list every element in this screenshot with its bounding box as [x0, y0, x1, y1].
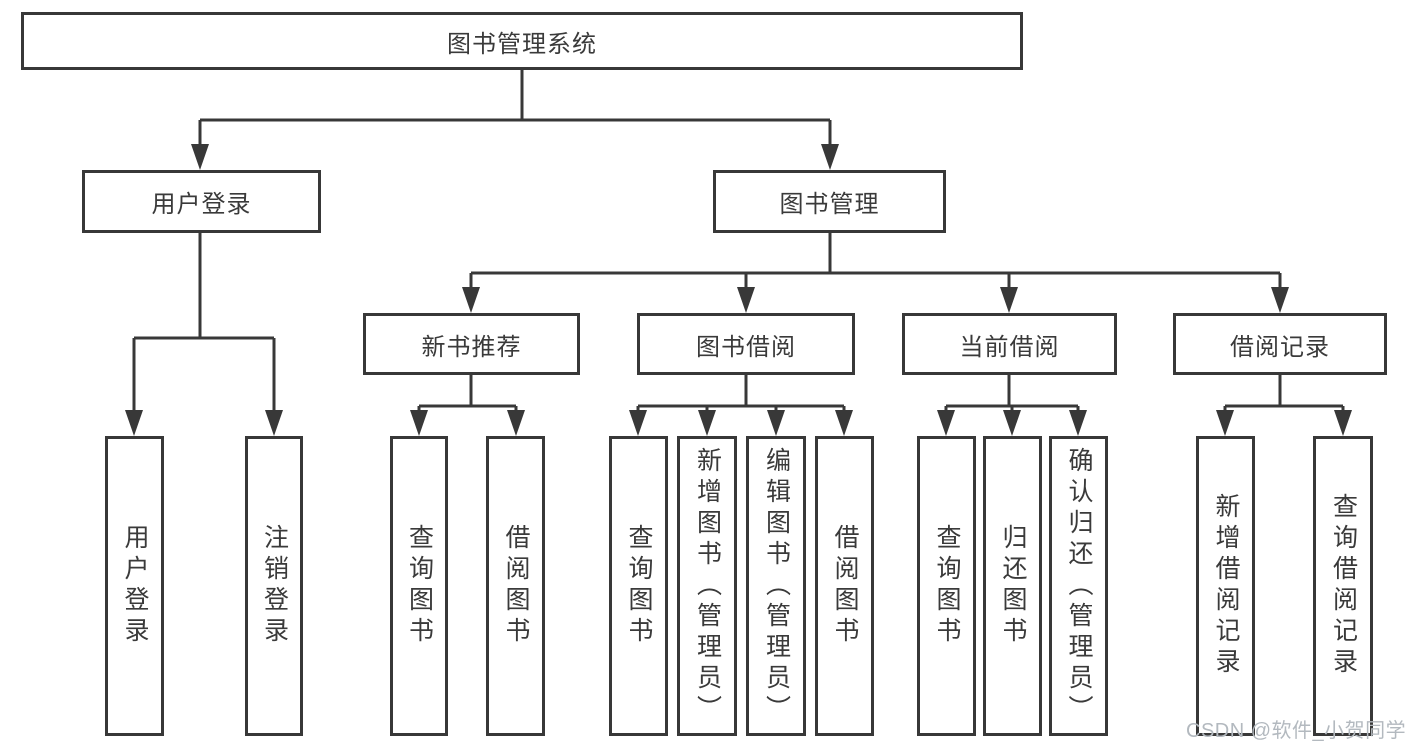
arrowhead-icon [1216, 410, 1234, 436]
node-label: 图书管理 [779, 191, 880, 218]
arrowhead-icon [410, 410, 428, 436]
leaf-logout: 注销登录 [245, 436, 303, 736]
node-borrow-record: 借阅记录 [1173, 313, 1387, 375]
arrowhead-icon [1334, 410, 1352, 436]
arrowhead-icon [125, 410, 143, 436]
node-book-borrow: 图书借阅 [637, 313, 855, 375]
leaf-user-login: 用户登录 [105, 436, 164, 736]
arrowhead-icon [629, 410, 647, 436]
arrowhead-icon [698, 410, 716, 436]
node-label: 新增图书（管理员） [693, 446, 722, 726]
arrowhead-icon [191, 144, 209, 170]
arrowhead-icon [1000, 287, 1018, 313]
arrowhead-icon [737, 287, 755, 313]
leaf-borrow-books-recommend: 借阅图书 [486, 436, 545, 736]
node-label: 注销登录 [260, 524, 289, 648]
node-label: 用户登录 [151, 191, 252, 218]
leaf-borrow-books: 借阅图书 [815, 436, 874, 736]
node-label: 编辑图书（管理员） [762, 446, 791, 726]
node-label: 查询借阅记录 [1329, 493, 1358, 679]
arrowhead-icon [1069, 410, 1087, 436]
leaf-return-books: 归还图书 [983, 436, 1042, 736]
node-library-management-system: 图书管理系统 [21, 12, 1023, 70]
leaf-add-books-admin: 新增图书（管理员） [677, 436, 737, 736]
arrowhead-icon [1271, 287, 1289, 313]
arrowhead-icon [767, 410, 785, 436]
node-label: 借阅图书 [502, 524, 530, 648]
leaf-confirm-return-admin: 确认归还（管理员） [1049, 436, 1108, 736]
arrowhead-icon [265, 410, 283, 436]
arrowhead-icon [937, 410, 955, 436]
node-label: 确认归还（管理员） [1065, 446, 1093, 726]
node-label: 借阅图书 [831, 524, 859, 648]
node-label: 新书推荐 [421, 333, 522, 361]
arrowhead-icon [821, 144, 839, 170]
node-label: 归还图书 [999, 524, 1027, 648]
leaf-query-books-recommend: 查询图书 [390, 436, 448, 736]
node-book-management: 图书管理 [713, 170, 946, 233]
leaf-query-books-current: 查询图书 [917, 436, 976, 736]
node-current-borrow: 当前借阅 [902, 313, 1117, 375]
node-label: 当前借阅 [959, 333, 1060, 361]
node-user-login: 用户登录 [82, 170, 321, 233]
node-label: 图书管理系统 [447, 30, 597, 58]
leaf-add-borrow-record: 新增借阅记录 [1196, 436, 1255, 736]
leaf-query-books-borrow: 查询图书 [609, 436, 668, 736]
node-label: 用户登录 [121, 524, 149, 648]
arrowhead-icon [835, 410, 853, 436]
node-label: 借阅记录 [1230, 333, 1330, 361]
node-label: 查询图书 [405, 524, 434, 648]
leaf-query-borrow-record: 查询借阅记录 [1313, 436, 1373, 736]
node-label: 查询图书 [933, 524, 961, 648]
node-label: 新增借阅记录 [1212, 493, 1240, 679]
arrowhead-icon [507, 410, 525, 436]
node-label: 查询图书 [625, 524, 653, 648]
node-new-book-recommend: 新书推荐 [363, 313, 580, 375]
arrowhead-icon [462, 287, 480, 313]
arrowhead-icon [1003, 410, 1021, 436]
leaf-edit-books-admin: 编辑图书（管理员） [746, 436, 806, 736]
watermark: CSDN @软件_小贺同学 [1186, 720, 1405, 742]
node-label: 图书借阅 [696, 333, 796, 361]
